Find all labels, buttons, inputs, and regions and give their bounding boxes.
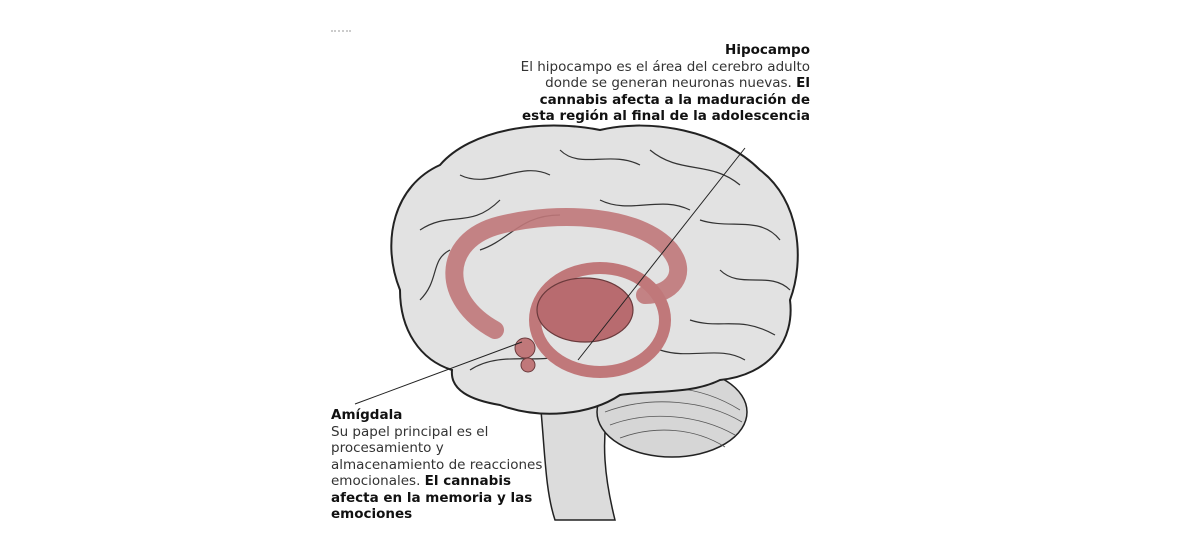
amygdala-label: Amígdala Su papel principal es el proces… (331, 407, 551, 523)
amygdala-emphasis: El cannabis afecta en la memoria y las e… (331, 473, 533, 522)
hippocampus-emphasis: El cannabis afecta a la maduración de es… (522, 75, 810, 124)
amygdala-description: Su papel principal es el procesamiento y… (331, 423, 543, 490)
amygdala (514, 337, 536, 359)
thalamus (536, 277, 634, 343)
hippocampus-label: Hipocampo El hipocampo es el área del ce… (510, 42, 810, 125)
cingulate-arc (445, 208, 688, 339)
hippocampus-leader-line (577, 147, 746, 361)
amygdala-title: Amígdala (331, 407, 403, 423)
hippocampus-title: Hipocampo (725, 42, 810, 58)
hippocampus-description: El hipocampo es el área del cerebro adul… (520, 58, 810, 92)
amygdala-leader-line (354, 341, 523, 405)
hippocampus (529, 262, 671, 378)
decorative-dots (331, 30, 351, 34)
